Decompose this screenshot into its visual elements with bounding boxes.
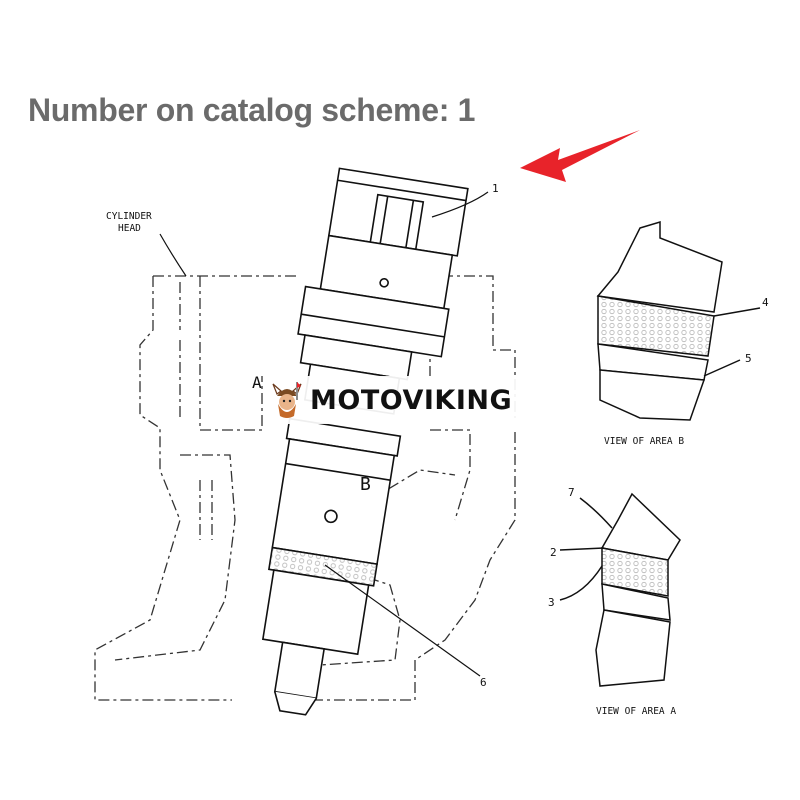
callout-7: 7 [568, 486, 575, 499]
area-b-marker: B [360, 474, 371, 495]
cylinder-head-label: CYLINDER [106, 211, 152, 222]
callout-4: 4 [762, 296, 769, 309]
pointer-arrow [520, 130, 640, 182]
view-area-a-label: VIEW OF AREA A [596, 706, 676, 717]
callout-6: 6 [480, 676, 487, 689]
area-b-detail [596, 220, 761, 421]
callout-5: 5 [745, 352, 752, 365]
area-a-marker: A [252, 373, 262, 392]
cylinder-head-label-2: HEAD [118, 223, 141, 234]
area-a-detail [559, 492, 681, 687]
cylinder-head-outline [94, 275, 516, 701]
injector-connector [369, 193, 425, 251]
viking-mascot-icon [272, 382, 302, 418]
view-area-b-label: VIEW OF AREA B [604, 436, 684, 447]
watermark: MOTOVIKING [268, 376, 532, 424]
callout-1: 1 [492, 182, 499, 195]
callout-2: 2 [550, 546, 557, 559]
leader-lines [159, 191, 489, 677]
page-title: Number on catalog scheme: 1 [28, 92, 476, 128]
diagram-labels: CYLINDER HEAD VIEW OF AREA B VIEW OF ARE… [106, 182, 769, 717]
injector-nozzle-tip [273, 641, 326, 700]
injector-barrel [271, 437, 396, 566]
watermark-text: MOTOVIKING [310, 384, 513, 416]
callout-3: 3 [548, 596, 555, 609]
fuel-injector [261, 167, 469, 716]
injector-nozzle-body [261, 569, 370, 656]
